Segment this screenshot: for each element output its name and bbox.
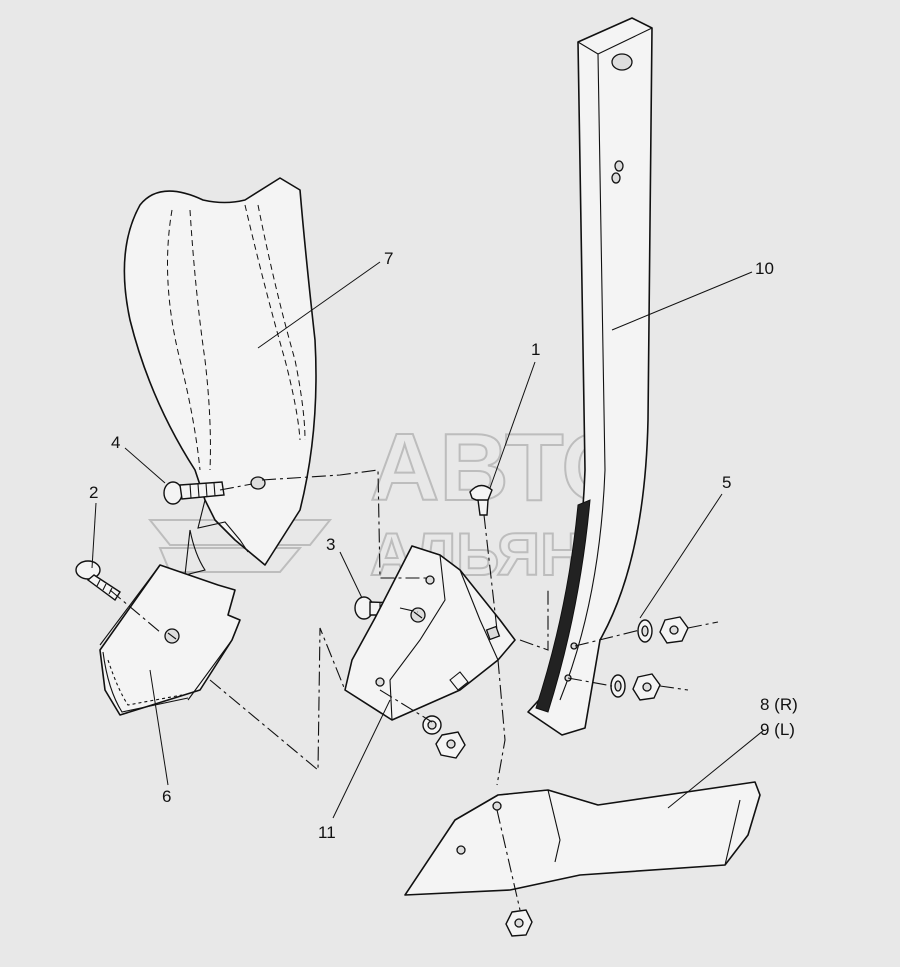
part-6-point xyxy=(99,564,241,716)
part-10-shank xyxy=(527,17,653,736)
callout-10: 10 xyxy=(755,259,774,278)
callout-2: 2 xyxy=(89,483,98,502)
part-1-bolt xyxy=(469,484,493,516)
part-5-hardware xyxy=(610,616,689,701)
callout-7: 7 xyxy=(384,249,393,268)
callout-1: 1 xyxy=(531,340,540,359)
callout-5: 5 xyxy=(722,473,731,492)
part-8-9-share xyxy=(404,781,761,937)
callout-6: 6 xyxy=(162,787,171,806)
callout-8: 8 (R) xyxy=(760,695,798,714)
part-11-bracket xyxy=(344,545,516,759)
callout-11: 11 xyxy=(318,823,336,842)
callout-3: 3 xyxy=(326,535,335,554)
part-4-bolt xyxy=(163,476,266,505)
callout-9: 9 (L) xyxy=(760,720,795,739)
part-2-bolt xyxy=(75,560,121,602)
callout-labels: 1 2 3 4 5 6 7 8 (R) 9 (L) 10 11 xyxy=(89,249,798,842)
assembly-lines xyxy=(109,469,719,911)
part-7-mouldboard xyxy=(123,177,317,576)
leader-lines xyxy=(91,261,765,819)
callout-4: 4 xyxy=(111,433,120,452)
